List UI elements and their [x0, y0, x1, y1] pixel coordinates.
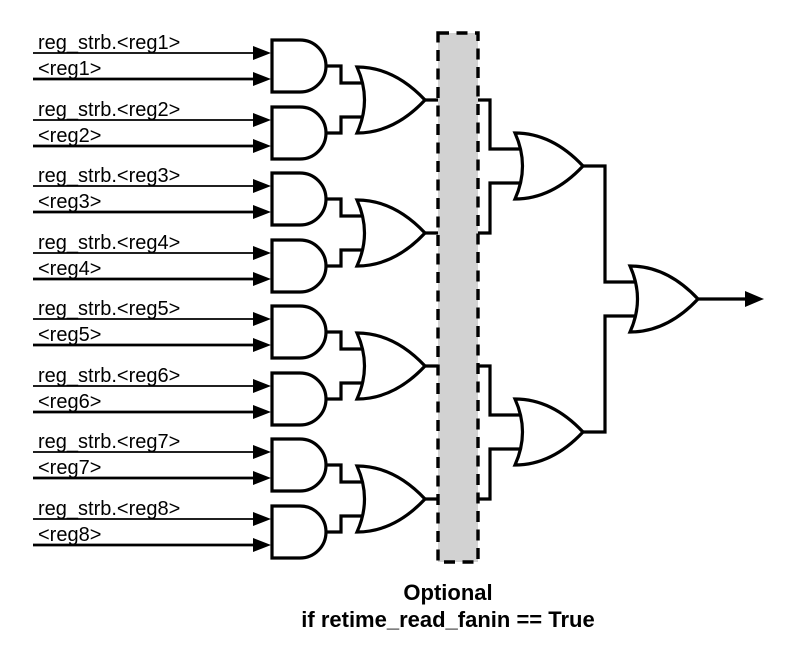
reg-label-1: <reg1>: [38, 58, 101, 80]
strb-label-4: reg_strb.<reg4>: [38, 232, 180, 254]
strb-label-3: reg_strb.<reg3>: [38, 165, 180, 187]
reg-label-7: <reg7>: [38, 457, 101, 479]
strb-label-8: reg_strb.<reg8>: [38, 498, 180, 520]
output-arrow: [698, 291, 764, 307]
or-gate-a: [355, 65, 427, 135]
and-gate-2: [270, 105, 328, 161]
strb-label-6: reg_strb.<reg6>: [38, 365, 180, 387]
and-gate-4: [270, 238, 328, 294]
wire-and1-or-a: [326, 64, 372, 85]
and-gate-7: [270, 437, 328, 493]
and-gate-3: [270, 171, 328, 227]
strb-label-7: reg_strb.<reg7>: [38, 431, 180, 453]
and-gates: [270, 38, 328, 560]
reg-label-6: <reg6>: [38, 391, 101, 413]
and-gate-1: [270, 38, 328, 94]
or-gate-b: [355, 198, 427, 268]
wire-and3-or-b: [326, 197, 372, 218]
or-gate-c: [355, 331, 427, 401]
reg-label-3: <reg3>: [38, 191, 101, 213]
or-gate-e: [513, 131, 585, 201]
strb-label-1: reg_strb.<reg1>: [38, 32, 180, 54]
and-gate-6: [270, 371, 328, 427]
reg-label-8: <reg8>: [38, 524, 101, 546]
wire-or-e-final: [583, 164, 644, 284]
reg-label-5: <reg5>: [38, 324, 101, 346]
reg-label-4: <reg4>: [38, 258, 101, 280]
caption-line1: Optional: [403, 580, 492, 605]
wire-and5-or-c: [326, 330, 372, 351]
wire-and2-or-a: [326, 115, 372, 135]
wires: [326, 64, 644, 534]
wire-and6-or-c: [326, 381, 372, 401]
strb-label-5: reg_strb.<reg5>: [38, 298, 180, 320]
optional-region: [436, 31, 480, 564]
reg-label-2: <reg2>: [38, 125, 101, 147]
or-gates-stage2: [355, 65, 427, 534]
or-gates-stage3: [513, 131, 585, 467]
signal-labels: reg_strb.<reg1> <reg1> reg_strb.<reg2> <…: [38, 32, 180, 546]
wire-and4-or-b: [326, 248, 372, 268]
or-gate-f: [513, 397, 585, 467]
or-gate-final: [628, 264, 700, 334]
wire-or-f-final: [583, 314, 644, 434]
optional-caption: Optional if retime_read_fanin == True: [301, 580, 594, 632]
wire-and7-or-d: [326, 463, 372, 484]
and-gate-5: [270, 304, 328, 360]
wire-and8-or-d: [326, 514, 372, 534]
strb-label-2: reg_strb.<reg2>: [38, 99, 180, 121]
caption-line2: if retime_read_fanin == True: [301, 607, 594, 632]
or-gate-d: [355, 464, 427, 534]
and-gate-8: [270, 504, 328, 560]
